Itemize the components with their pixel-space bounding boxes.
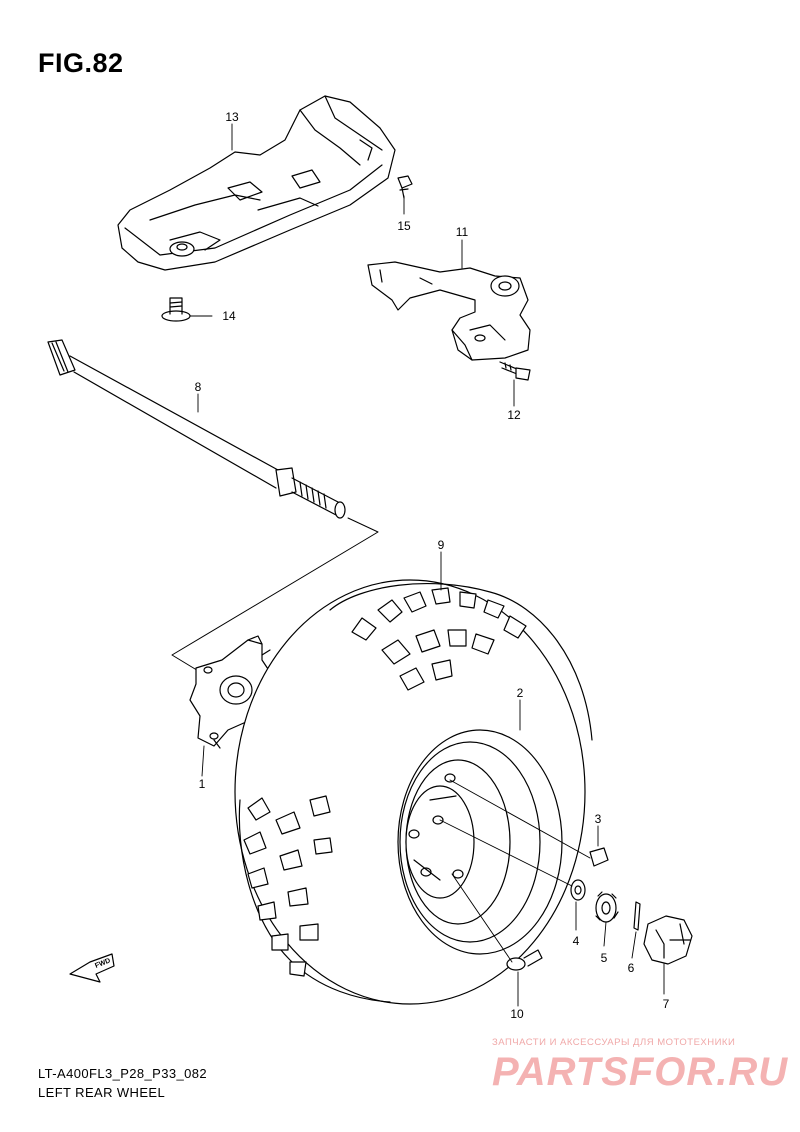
leader-lines xyxy=(189,123,665,1007)
axle-bracket-drawing xyxy=(367,261,531,361)
hub-cap-drawing xyxy=(643,915,693,965)
callout-skid-plate-bolt-upper: 15 xyxy=(397,219,411,233)
watermark-tagline: ЗАПЧАСТИ И АКСЕССУАРЫ ДЛЯ МОТОТЕХНИКИ xyxy=(492,1037,736,1048)
bolt-15-drawing xyxy=(397,175,413,199)
wheel-nut-drawing xyxy=(589,847,609,867)
figure-title: FIG.82 xyxy=(38,48,124,78)
assembly-guide-lines xyxy=(171,517,379,676)
callout-cotter-pin: 6 xyxy=(628,961,635,975)
washer-drawing xyxy=(570,879,586,901)
callout-wheel-nut: 3 xyxy=(595,812,602,826)
callout-bracket-bolt: 12 xyxy=(507,408,521,422)
callout-axle-bracket: 11 xyxy=(456,225,469,239)
footer-model-code: LT-A400FL3_P28_P33_082 xyxy=(38,1066,208,1081)
bolt-14-drawing xyxy=(161,297,191,322)
rim-drawing xyxy=(397,729,563,955)
callout-hub-cap: 7 xyxy=(663,997,670,1011)
callout-rear-wheel-rim: 2 xyxy=(517,686,524,700)
callout-wheel-stud: 10 xyxy=(510,1007,524,1021)
callout-castle-nut: 5 xyxy=(601,951,608,965)
callout-washer: 4 xyxy=(573,934,580,948)
callout-rear-axle-shaft: 8 xyxy=(195,380,202,394)
cotter-pin-drawing xyxy=(633,901,641,931)
fwd-arrow-icon xyxy=(69,953,115,983)
castle-nut-drawing xyxy=(595,891,619,923)
axle-shaft-drawing xyxy=(47,339,346,519)
skid-plate-drawing xyxy=(117,95,396,271)
bolt-12-drawing xyxy=(499,361,531,381)
callout-skid-plate: 13 xyxy=(225,110,239,124)
callout-rear-wheel-hub: 1 xyxy=(199,777,206,791)
callout-skid-plate-bolt-lower: 14 xyxy=(222,309,236,323)
watermark-logo: PARTSFOR.RU xyxy=(492,1050,789,1094)
callout-rear-tire: 9 xyxy=(438,538,445,552)
footer-section-name: LEFT REAR WHEEL xyxy=(38,1085,166,1100)
